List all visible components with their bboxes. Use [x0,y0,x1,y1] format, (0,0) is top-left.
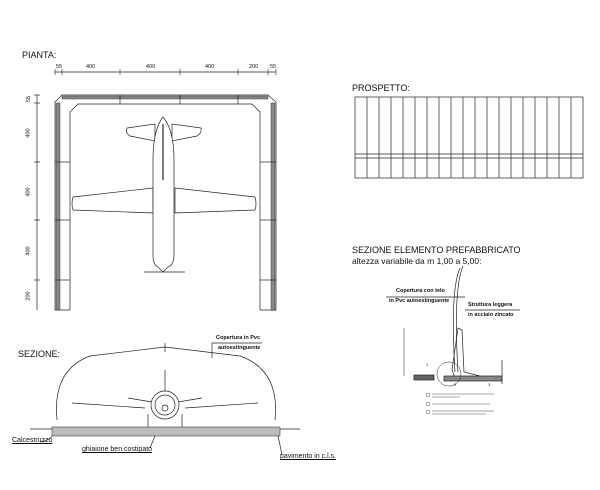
plan-hangar-frame [54,94,277,311]
gravel-label: ghiaione ben costipato [82,446,153,453]
callout-3: 3 [488,382,491,387]
element-section-subtitle: altezza variabile da m 1,00 a 5,00: [352,256,482,266]
dim-left-5: 200 [25,291,32,301]
dim-top-1: 55 [56,64,63,70]
dim-top-2: 400 [86,64,96,70]
elevation-title: PROSPETTO: [352,83,410,93]
element-cover-label-2: in Pvc autoestinguente [389,298,450,304]
element-cover-label-1: Copertura con telo [396,288,445,294]
dim-top-4: 400 [205,64,215,70]
callout-2: 2 [454,382,457,387]
dim-left-4: 400 [25,246,32,256]
section-cover-label-2: autoestinguente [218,345,261,351]
dim-left-3: 400 [25,187,32,197]
plan-airplane [71,116,257,273]
concrete-label: Calcestruzzo [12,437,53,444]
dim-top-3: 400 [146,64,156,70]
plan-dimensions-top [54,69,277,75]
element-struct-label-1: Struttura leggera [468,302,513,308]
dim-top-6: 55 [270,64,277,70]
section-cover-label-1: Copertura in Pvc [216,335,261,341]
callout-1: 1 [426,362,429,367]
dim-top-5: 200 [249,64,259,70]
section-title: SEZIONE: [18,349,61,359]
dim-left-1: 55 [26,95,33,103]
dim-left-2: 400 [25,128,32,138]
floor-label: pavimento in c.l.s. [280,453,337,460]
plan-title: PIANTA: [22,50,57,60]
element-struct-label-2: in acciaio zincato [468,312,514,318]
plan-dimensions-left [34,94,40,310]
section-drawing [30,342,300,456]
elevation-drawing [354,96,584,179]
element-section-drawing [386,265,520,415]
element-section-title: SEZIONE ELEMENTO PREFABBRICATO [352,245,521,255]
